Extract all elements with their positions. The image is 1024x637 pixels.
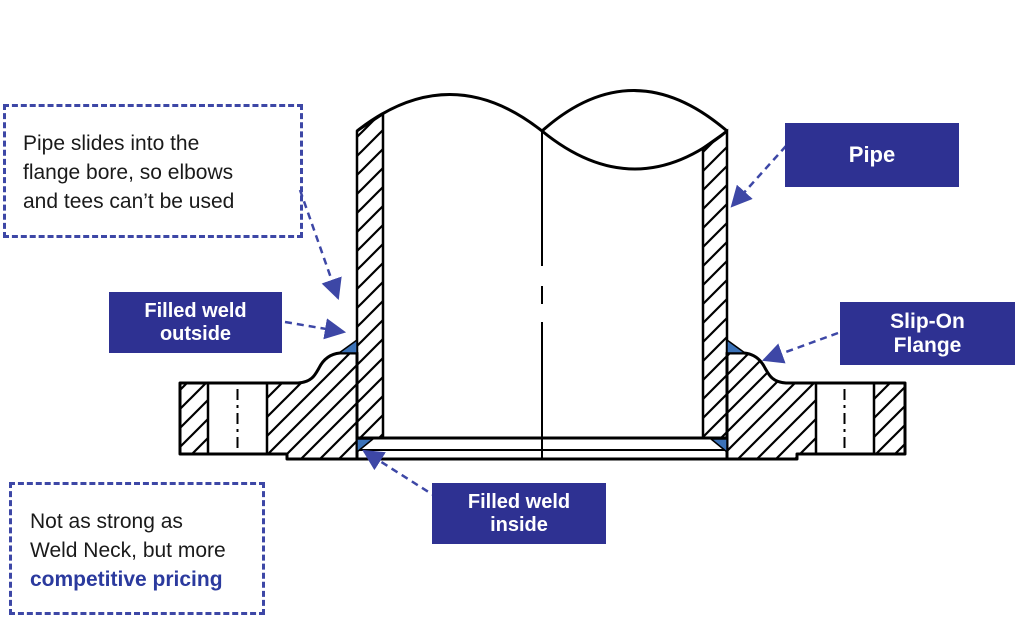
weld-inside-right xyxy=(708,438,728,454)
pipe-break-arc-lower-right xyxy=(541,129,728,171)
note-line: flange bore, so elbows xyxy=(23,161,234,184)
leader-arrow-pipe xyxy=(730,145,787,208)
label-pipe-text: Pipe xyxy=(848,141,896,167)
pipe-break-arc-left xyxy=(356,93,543,133)
label-pipe: Pipe xyxy=(785,123,959,187)
pipe-break-arc-upper-right xyxy=(541,89,728,133)
weld-outside-right xyxy=(726,338,748,354)
label-slip-on-flange-line2: Flange xyxy=(893,333,962,357)
flange-left-section xyxy=(178,351,359,461)
leader-arrow-weld-inside xyxy=(362,449,439,500)
leader-arrow-bore-note xyxy=(298,189,342,301)
leader-arrow-slip-on-flange xyxy=(762,331,839,364)
label-filled-weld-inside: Filled weld inside xyxy=(432,483,606,544)
leader-arrow-weld-outside xyxy=(284,318,347,340)
label-filled-weld-outside-line2: outside xyxy=(159,322,232,345)
note-pipe-bore: Pipe slides into the flange bore, so elb… xyxy=(3,104,303,238)
label-filled-weld-inside-line2: inside xyxy=(490,513,548,536)
note-line: Not as strong as xyxy=(30,510,183,533)
label-filled-weld-inside-line1: Filled weld xyxy=(467,491,571,514)
note-strength-pricing: Not as strong as Weld Neck, but more com… xyxy=(9,482,265,615)
note-line: and tees can’t be used xyxy=(23,190,235,213)
weld-inside-left xyxy=(356,438,376,454)
label-slip-on-flange: Slip-On Flange xyxy=(840,302,1015,365)
note-line: Pipe slides into the xyxy=(23,132,200,155)
weld-outside-left xyxy=(336,338,358,354)
note-highlight: competitive pricing xyxy=(30,568,223,591)
note-line: Weld Neck, but more xyxy=(30,539,226,562)
pipe-wall-left xyxy=(355,111,385,440)
label-filled-weld-outside: Filled weld outside xyxy=(109,292,282,353)
label-slip-on-flange-line1: Slip-On xyxy=(890,309,965,333)
pipe-wall-right xyxy=(701,128,729,440)
label-filled-weld-outside-line1: Filled weld xyxy=(144,300,247,323)
